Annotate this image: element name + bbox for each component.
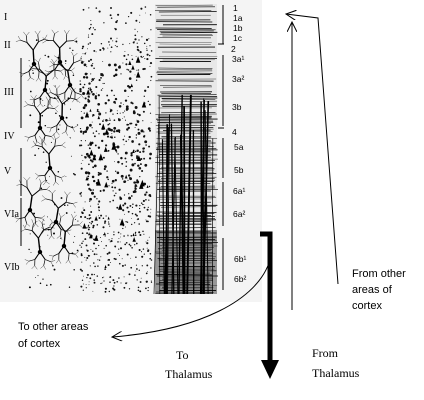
from-thalamus-label: From Thalamus: [312, 346, 360, 380]
layer-label-6b2: 6b²: [234, 274, 246, 284]
golgi-stain-column: [14, 29, 86, 289]
layer-label-1c: 1c: [233, 33, 243, 43]
layer-label-VIa: VIa: [4, 209, 20, 220]
to-thalamus-label: To Thalamus: [165, 348, 213, 381]
layer-label-3a2: 3a²: [232, 74, 244, 84]
layer-label-V: V: [4, 166, 12, 177]
from-thalamus-line-1: From: [312, 346, 339, 360]
layer-label-3b: 3b: [232, 102, 242, 112]
to-thalamus-line-2: Thalamus: [165, 367, 213, 381]
from-thalamus-line-2: Thalamus: [312, 366, 360, 380]
from-cortex-line-2: areas of: [352, 284, 393, 296]
layer-label-2: 2: [231, 44, 236, 54]
to-thalamus-arrow: [260, 231, 279, 379]
to-cortex-line-2: of cortex: [18, 338, 61, 350]
right-layer-ticks: [218, 5, 224, 290]
layer-label-5a: 5a: [234, 142, 244, 152]
layer-label-5b: 5b: [234, 165, 244, 175]
nissl-stain-column: [79, 6, 153, 293]
layer-label-6a2: 6a²: [233, 209, 245, 219]
from-cortex-line-3: cortex: [352, 300, 382, 312]
myelin-stain-column: [153, 4, 219, 295]
layer-label-1: 1: [233, 3, 238, 13]
to-thalamus-line-1: To: [176, 348, 189, 362]
from-cortex-arrow: [286, 14, 339, 285]
layer-label-6a1: 6a¹: [233, 186, 245, 196]
to-cortex-line-1: To other areas: [18, 321, 89, 333]
from-cortex-line-1: From other: [352, 268, 406, 280]
layer-label-3a1: 3a¹: [232, 54, 244, 64]
layer-label-II: II: [4, 40, 11, 51]
left-layer-labels: I II III IV V VIa VIb: [4, 12, 20, 273]
layer-label-III: III: [4, 87, 14, 98]
from-cortex-label: From other areas of cortex: [352, 268, 406, 312]
layer-label-1a: 1a: [233, 13, 243, 23]
to-cortex-arrow: [112, 259, 271, 337]
layer-label-6b1: 6b¹: [234, 254, 246, 264]
layer-label-1b: 1b: [233, 23, 243, 33]
to-cortex-label: To other areas of cortex: [18, 321, 89, 350]
layer-label-IV: IV: [4, 131, 15, 142]
histology-panel: [0, 0, 262, 302]
layer-label-I: I: [4, 12, 7, 23]
layer-label-VIb: VIb: [4, 262, 20, 273]
layer-label-4: 4: [232, 127, 237, 137]
right-layer-labels: 1 1a 1b 1c 2 3a¹ 3a² 3b 4 5a 5b 6a¹ 6a² …: [231, 3, 246, 284]
